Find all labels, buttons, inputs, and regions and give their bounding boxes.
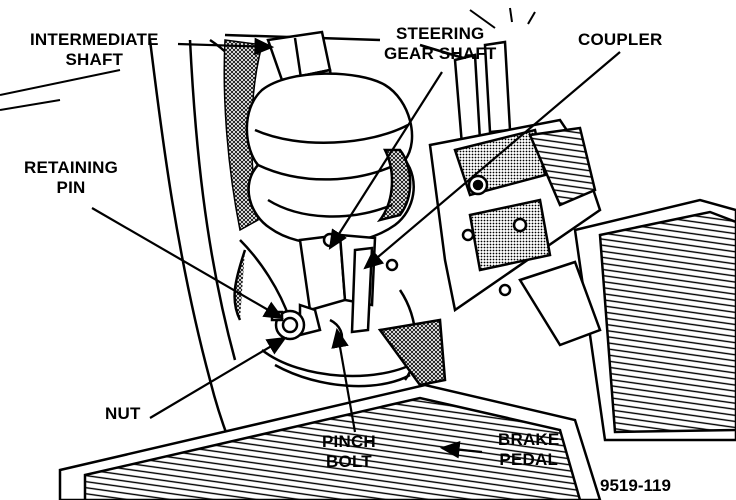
dash-panel-lines — [0, 7, 536, 111]
accelerator-pedal — [518, 198, 736, 442]
label-pinch-bolt: PINCH BOLT — [322, 432, 376, 471]
label-steering-gear-shaft: STEERING GEAR SHAFT — [384, 24, 497, 63]
leader-coupler — [363, 51, 621, 270]
column-base — [261, 289, 447, 388]
pedal-bracket — [428, 40, 602, 313]
label-retaining-pin: RETAINING PIN — [24, 158, 119, 197]
label-intermediate-shaft: INTERMEDIATE SHAFT — [30, 30, 159, 69]
brake-pedal-pad — [58, 383, 602, 500]
label-brake-pedal: BRAKE PEDAL — [498, 430, 560, 469]
leader-pinch-bolt — [331, 327, 357, 433]
leader-steering-gear-shaft — [328, 71, 443, 250]
label-coupler: COUPLER — [578, 30, 663, 49]
coupler-assembly — [233, 232, 399, 337]
figure-id: 9519-119 — [600, 476, 671, 495]
leader-intermediate-shaft — [177, 37, 275, 56]
leader-brake-pedal — [439, 440, 483, 459]
leader-nut — [149, 336, 287, 419]
leader-retaining-pin — [91, 207, 284, 320]
label-nut: NUT — [105, 404, 141, 423]
rubber-boot — [245, 72, 415, 246]
leader-lines — [91, 37, 621, 459]
